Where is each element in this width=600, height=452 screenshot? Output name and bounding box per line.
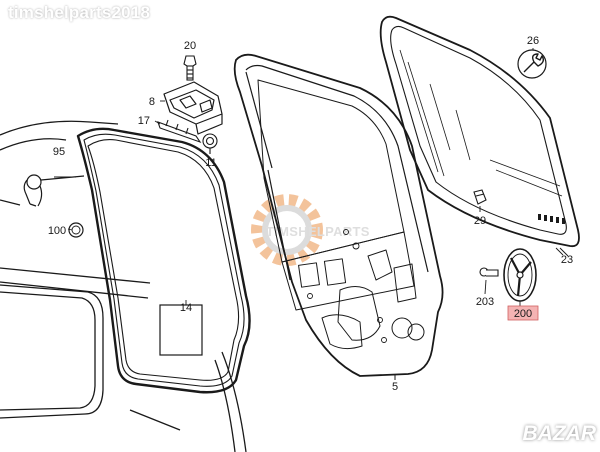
callout-14: 14 — [180, 302, 192, 314]
callout-26: 26 — [527, 35, 539, 47]
hinge-assembly-8 — [163, 81, 223, 135]
tailgate-door-5 — [233, 53, 444, 380]
defroster-pattern — [538, 214, 565, 224]
door-seal-95 — [76, 127, 251, 394]
highlight-box-200 — [507, 305, 539, 321]
hinge-pin-strip-17 — [157, 119, 202, 144]
watermark-gear-icon: TIMSHELPARTS — [251, 194, 370, 266]
callout-labels: 20 8 17 11 95 100 14 5 26 29 23 203 200 — [48, 35, 573, 393]
callout-23: 23 — [561, 254, 573, 266]
rear-window-glass-26 — [379, 15, 580, 257]
bolt-20 — [183, 55, 197, 81]
callout-11: 11 — [205, 157, 216, 169]
callout-100: 100 — [48, 225, 66, 237]
callout-203: 203 — [476, 296, 494, 308]
bracket-200 — [503, 248, 537, 302]
marketplace-logo-icon — [577, 414, 587, 424]
callout-95: 95 — [53, 146, 65, 158]
clip-29 — [473, 189, 487, 205]
leader-lines — [54, 48, 564, 306]
wrench-icon — [517, 49, 547, 79]
vehicle-body-outline — [0, 120, 247, 452]
callout-20: 20 — [184, 40, 196, 52]
callout-17: 17 — [138, 115, 150, 127]
callout-5: 5 — [392, 381, 398, 393]
callout-8: 8 — [149, 96, 155, 108]
watermark-shop-name: timshelparts2018 — [8, 3, 151, 22]
pin-203 — [479, 267, 499, 277]
watermark-marketplace: BAZAR — [522, 422, 597, 445]
seal-clip-95 — [23, 174, 85, 207]
label-plate-14 — [159, 304, 203, 356]
callout-200: 200 — [514, 308, 532, 320]
callout-29: 29 — [474, 215, 486, 227]
watermark-center-text: TIMSHELPARTS — [266, 224, 370, 239]
